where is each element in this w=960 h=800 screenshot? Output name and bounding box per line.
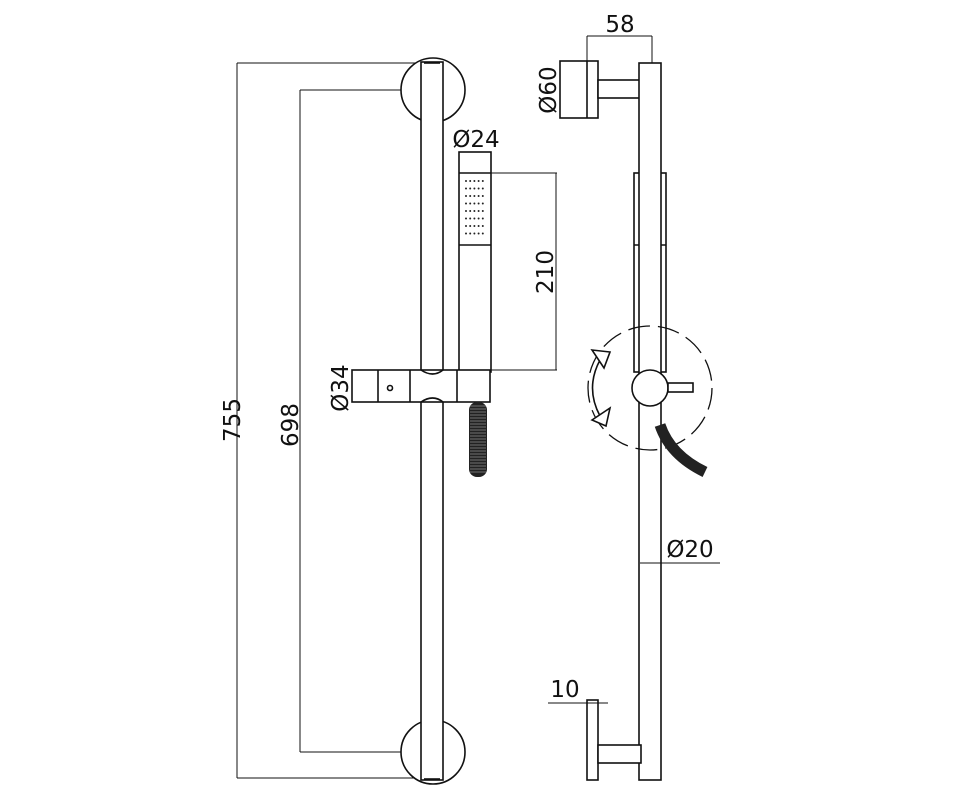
slide-rail-side (638, 62, 662, 781)
dimension-diameter-24: Ø24 (452, 127, 499, 153)
side-view: 58 Ø60 Ø20 10 (536, 12, 720, 781)
rotation-arc (591, 359, 601, 417)
hose (469, 402, 487, 477)
dimension-label-diameter-24: Ø24 (452, 127, 499, 153)
slider (351, 369, 491, 403)
dimension-58: 58 (586, 12, 653, 63)
dimension-755: 755 (220, 62, 430, 779)
slide-rail (420, 61, 444, 781)
rotation-arrow-down-icon (590, 406, 612, 428)
dimension-label-diameter-60: Ø60 (536, 66, 562, 113)
dimension-210: 210 (491, 172, 559, 371)
rotation-arrow-up-icon (590, 349, 612, 370)
dimension-label-diameter-34: Ø34 (328, 364, 354, 411)
hose-side (654, 423, 708, 477)
spray-nozzles (465, 180, 484, 235)
bottom-flange-side (586, 699, 599, 781)
dimension-label-diameter-20: Ø20 (666, 537, 713, 563)
bottom-arm-side (597, 744, 642, 764)
top-flange-side (559, 60, 599, 119)
dimension-diameter-20: Ø20 (640, 537, 720, 564)
dimension-698: 698 (278, 89, 410, 753)
swivel-joint (631, 369, 669, 407)
slider-lever (667, 382, 694, 393)
top-arm-side (597, 79, 642, 99)
dimension-label-58: 58 (605, 12, 634, 38)
hand-shower (458, 151, 492, 373)
dimension-10: 10 (548, 677, 608, 704)
dimension-label-698: 698 (278, 403, 304, 447)
rotation-indicator (587, 325, 713, 451)
dimension-label-210: 210 (533, 250, 559, 294)
dimension-label-755: 755 (220, 398, 246, 442)
dimension-label-10: 10 (550, 677, 579, 703)
front-view: 755 698 Ø24 210 (220, 57, 559, 785)
